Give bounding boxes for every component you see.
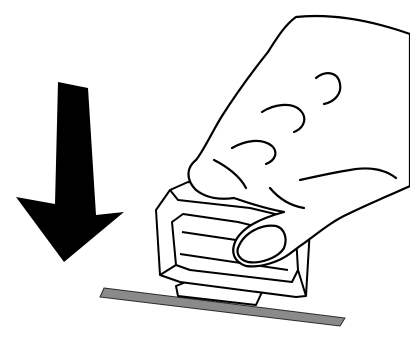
down-arrow-icon [16, 82, 124, 262]
